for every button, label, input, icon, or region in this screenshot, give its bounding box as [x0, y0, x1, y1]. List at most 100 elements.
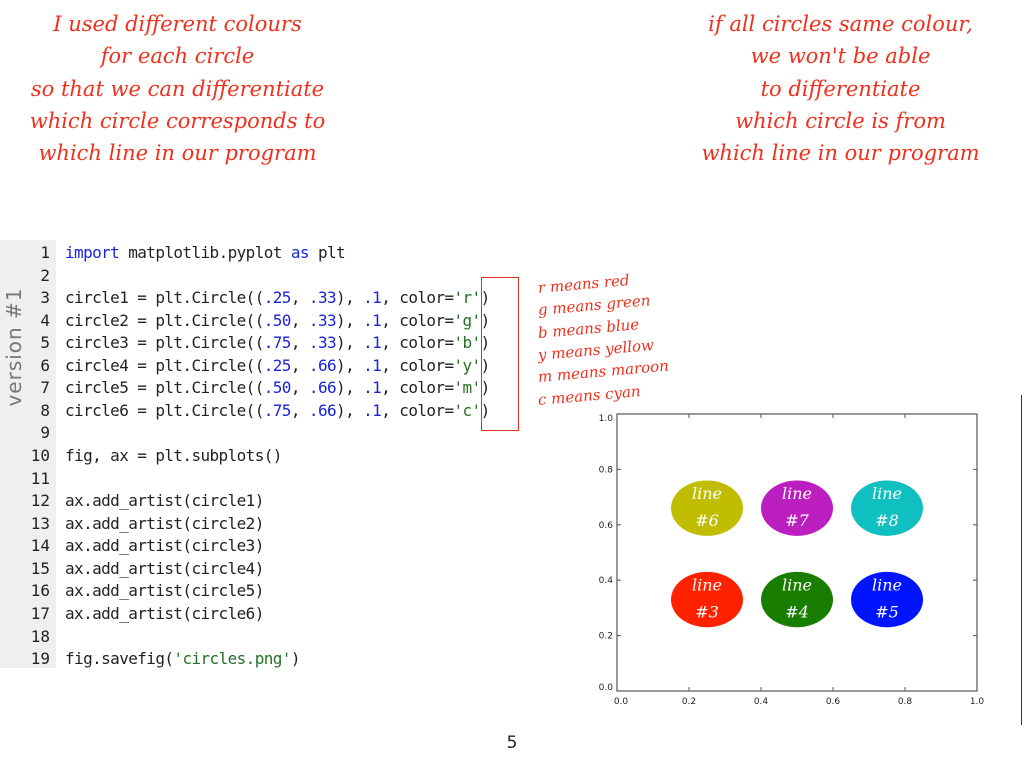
code-line: circle2 = plt.Circle((.50, .33), .1, col…: [65, 311, 490, 330]
circle-marker: [671, 571, 743, 628]
code-token: fig.savefig(: [65, 649, 174, 669]
code-token: ): [480, 288, 491, 308]
code-token: .33: [308, 333, 337, 353]
code-token: .25: [263, 355, 292, 375]
code-line: fig, ax = plt.subplots(): [65, 446, 282, 465]
code-line: fig.savefig('circles.png'): [65, 649, 300, 668]
annotation-line: for each circle: [100, 44, 255, 69]
code-line: ax.add_artist(circle5): [65, 581, 264, 600]
code-token: .33: [308, 288, 337, 308]
code-token: .66: [308, 400, 337, 420]
code-token: ): [290, 649, 301, 669]
line-number: 7: [40, 378, 50, 398]
code-token: 'r': [453, 288, 481, 308]
code-token: , color=: [381, 378, 454, 398]
y-tick-label: 0.0: [599, 683, 614, 693]
x-tick-label: 0.2: [682, 697, 696, 707]
code-token: .66: [308, 378, 337, 398]
code-token: ,: [290, 355, 309, 375]
code-token: 'm': [453, 378, 481, 398]
x-tick-label: 0.0: [614, 697, 629, 707]
code-token: .75: [263, 333, 292, 353]
code-line: circle1 = plt.Circle((.25, .33), .1, col…: [65, 288, 490, 307]
code-token: matplotlib.pyplot: [119, 243, 291, 262]
line-number: 6: [40, 355, 50, 375]
code-token: circle4 = plt.Circle((: [65, 355, 264, 375]
line-number: 16: [30, 581, 50, 601]
line-number: 9: [40, 423, 50, 443]
code-token: , color=: [381, 310, 454, 330]
code-token: ): [480, 378, 491, 398]
code-token: 'b': [453, 333, 481, 353]
code-token: ,: [290, 288, 309, 308]
y-tick-label: 1.0: [599, 414, 614, 424]
code-token: .1: [363, 333, 382, 353]
circle-label: line: [692, 576, 722, 595]
code-token: circle2 = plt.Circle((: [65, 310, 264, 330]
code-token: , color=: [381, 333, 454, 353]
code-token: ),: [336, 400, 364, 420]
annotation-line: so that we can differentiate: [30, 76, 325, 101]
line-number: 8: [40, 400, 50, 420]
line-number: 4: [40, 310, 50, 330]
code-token: ax.add_artist(circle1): [65, 491, 264, 511]
code-token: ): [480, 333, 491, 353]
circle-marker: [761, 571, 833, 628]
line-number: 11: [30, 468, 50, 488]
code-token: .1: [363, 378, 382, 398]
line-number: 1: [40, 243, 50, 262]
circle-label: line: [872, 576, 902, 595]
line-number: 19: [30, 649, 50, 669]
line-number: 18: [30, 626, 50, 646]
code-token: , color=: [381, 400, 454, 420]
code-line: circle3 = plt.Circle((.75, .33), .1, col…: [65, 333, 490, 352]
code-token: fig, ax = plt.subplots(): [65, 446, 282, 466]
line-number: 5: [40, 333, 50, 353]
code-token: .50: [263, 310, 292, 330]
code-token: circle1 = plt.Circle((: [65, 288, 264, 308]
circle-label: #7: [785, 511, 809, 530]
circle-label: line: [782, 484, 812, 503]
y-tick-label: 0.8: [599, 465, 614, 475]
code-token: ): [480, 400, 491, 420]
annotation-line: to differentiate: [760, 76, 921, 101]
code-token: ),: [336, 288, 364, 308]
code-token: .66: [308, 355, 337, 375]
code-token: ax.add_artist(circle5): [65, 581, 264, 601]
code-token: ax.add_artist(circle3): [65, 536, 264, 556]
code-token: circle3 = plt.Circle((: [65, 333, 264, 353]
page-number: 5: [506, 733, 518, 753]
code-token: ),: [336, 378, 364, 398]
annotation-line: which circle corresponds to: [29, 108, 326, 133]
circle-label: line: [782, 576, 812, 595]
code-line: ax.add_artist(circle4): [65, 559, 264, 578]
circle-label: #8: [875, 511, 899, 530]
code-line: circle4 = plt.Circle((.25, .66), .1, col…: [65, 356, 490, 375]
circle-label: #3: [695, 603, 719, 622]
circle-marker: [851, 571, 923, 628]
annotation-line: we won't be able: [750, 44, 931, 69]
annotation-line: which line in our program: [38, 141, 317, 166]
code-token: import: [65, 243, 120, 262]
code-token: 'c': [453, 400, 481, 420]
code-token: ax.add_artist(circle2): [65, 513, 264, 533]
code-token: .1: [363, 310, 382, 330]
code-token: .50: [263, 378, 292, 398]
code-token: ): [480, 310, 491, 330]
version-label: version #1: [2, 287, 26, 407]
circle-marker: [851, 480, 923, 536]
code-token: ax.add_artist(circle4): [65, 558, 264, 578]
y-tick-label: 0.4: [599, 576, 614, 586]
circle-label: line: [692, 484, 722, 503]
code-line: ax.add_artist(circle2): [65, 514, 264, 533]
circle-label: #6: [695, 511, 719, 530]
y-tick-label: 0.6: [599, 521, 614, 531]
code-token: ,: [290, 378, 309, 398]
line-number: 14: [30, 536, 50, 556]
code-token: ,: [290, 400, 309, 420]
circle-marker: [761, 480, 833, 536]
code-token: circle5 = plt.Circle((: [65, 378, 264, 398]
code-token: ),: [336, 355, 364, 375]
code-token: ),: [336, 333, 364, 353]
